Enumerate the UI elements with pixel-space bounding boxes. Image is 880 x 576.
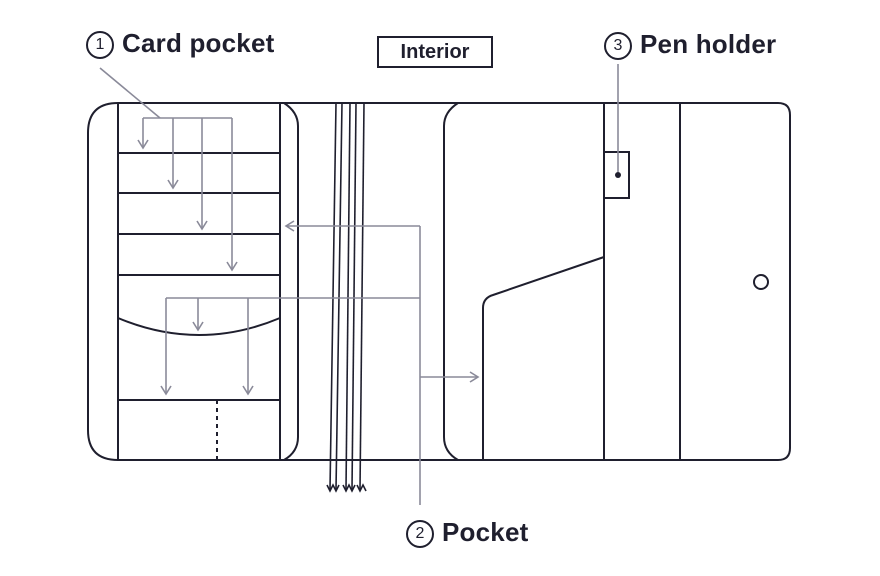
pocket-callout	[160, 220, 480, 505]
card-pocket-number: 1	[86, 31, 114, 59]
card-pocket-callout	[99, 67, 238, 272]
organizer-outline	[87, 102, 791, 461]
card-pocket-label: 1 Card pocket	[86, 28, 274, 59]
pocket-panel	[482, 103, 605, 460]
right-cover	[679, 103, 769, 460]
interior-title-box: Interior	[377, 36, 493, 68]
bookmark-ribbons	[326, 102, 367, 493]
card-panel	[117, 103, 281, 460]
pen-holder-label: 3 Pen holder	[604, 29, 776, 60]
pocket-number: 2	[406, 520, 434, 548]
right-spine-flap	[443, 102, 459, 461]
pocket-label: 2 Pocket	[406, 517, 528, 548]
pen-holder-number: 3	[604, 32, 632, 60]
pen-holder	[603, 151, 630, 199]
card-pocket-text: Card pocket	[122, 28, 275, 58]
pocket-text: Pocket	[442, 517, 529, 547]
left-spine-flap	[283, 102, 299, 461]
pen-holder-text: Pen holder	[640, 29, 777, 59]
